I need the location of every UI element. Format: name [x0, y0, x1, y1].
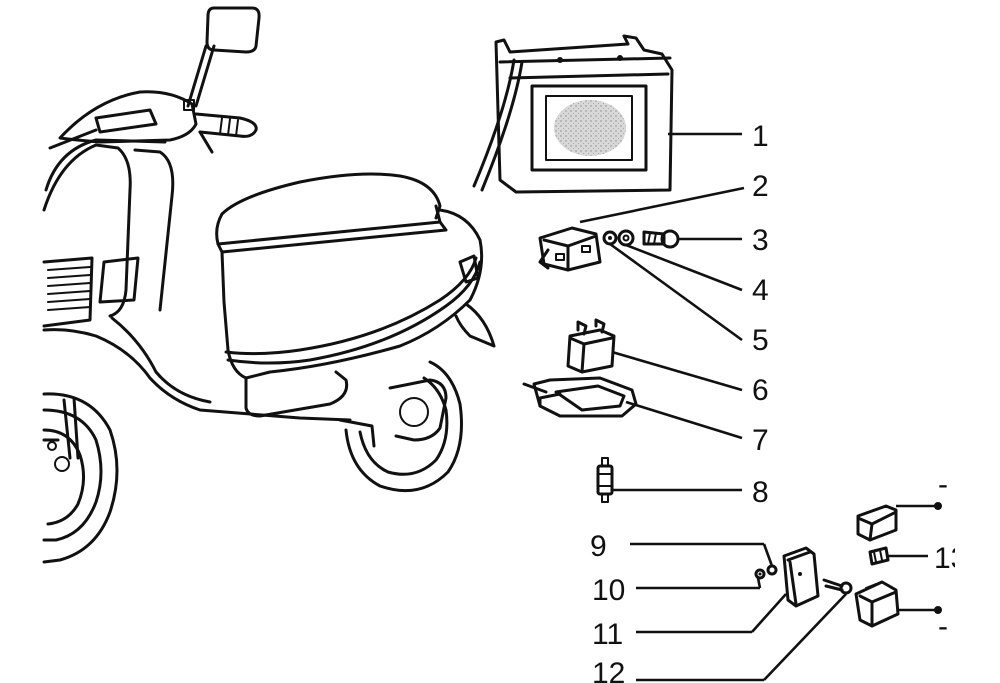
callout-minus-bottom: - [938, 610, 948, 643]
fuse [596, 457, 614, 503]
handlebar [183, 99, 258, 154]
nut-9 [766, 564, 778, 576]
callout-labels: 1 2 3 4 5 6 7 8 9 10 11 12 13 - - [590, 120, 967, 683]
washer-10 [754, 568, 766, 580]
front-wheel [42, 392, 119, 564]
bolt-12 [822, 578, 853, 595]
relay-with-bracket [538, 226, 602, 272]
callout-8: 8 [752, 476, 769, 509]
seat-body [215, 172, 496, 418]
callout-6: 6 [752, 374, 769, 407]
callout-1: 1 [752, 120, 769, 153]
voltage-regulator [782, 546, 820, 608]
connector-group [854, 504, 900, 628]
callout-9: 9 [590, 530, 607, 563]
screw-washers [602, 229, 680, 249]
leader-7 [625, 400, 743, 440]
screw-3 [642, 229, 680, 249]
callout-3: 3 [752, 224, 769, 257]
callout-4: 4 [752, 274, 769, 307]
callout-10: 10 [592, 574, 625, 607]
leader-2 [579, 186, 745, 224]
floorboard [42, 316, 352, 422]
callout-minus-top: - [938, 468, 948, 501]
scooter-illustration [42, 6, 496, 564]
leg-shield [42, 143, 175, 328]
leader-lines [579, 132, 942, 682]
washer-4 [617, 229, 635, 247]
front-cowl [44, 90, 198, 192]
callout-5: 5 [752, 324, 769, 357]
callout-11: 11 [592, 618, 623, 651]
mirror [186, 6, 261, 108]
leader-4 [625, 243, 743, 292]
rear-wheel [338, 360, 463, 493]
callout-7: 7 [752, 424, 769, 457]
flasher-unit [566, 318, 616, 374]
leader-6 [611, 350, 743, 392]
fuse-box [522, 376, 638, 418]
battery [472, 34, 674, 194]
right-edge-crop [955, 0, 1000, 683]
callout-2: 2 [752, 170, 769, 203]
callout-12: 12 [592, 657, 625, 683]
leader-5 [609, 242, 743, 342]
